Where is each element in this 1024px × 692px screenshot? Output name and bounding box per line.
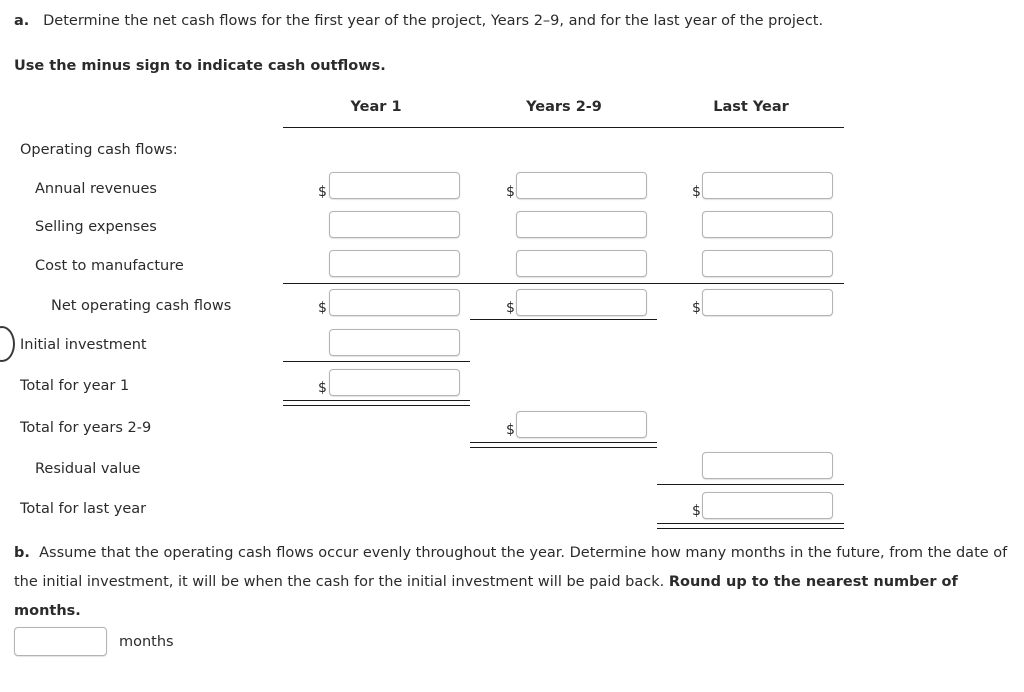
question-a-body: Determine the net cash flows for the fir… bbox=[43, 13, 824, 29]
header-rule bbox=[283, 127, 844, 128]
input-annual-revenues-lastyear[interactable] bbox=[702, 172, 833, 199]
input-cost-to-manufacture-lastyear[interactable] bbox=[702, 250, 833, 277]
row-label-annual-revenues: Annual revenues bbox=[35, 181, 157, 197]
double-rule-total-years2-9 bbox=[470, 442, 657, 448]
input-net-operating-cash-flows-years2-9[interactable] bbox=[516, 289, 647, 316]
rule-below-net-operating-years29 bbox=[470, 319, 657, 320]
column-header-year1: Year 1 bbox=[350, 99, 402, 115]
column-header-years2-9: Years 2-9 bbox=[526, 99, 602, 115]
question-b-body: Assume that the operating cash flows occ… bbox=[14, 545, 1008, 590]
row-label-total-for-years-2-9: Total for years 2-9 bbox=[20, 420, 152, 436]
input-selling-expenses-lastyear[interactable] bbox=[702, 211, 833, 238]
input-selling-expenses-year1[interactable] bbox=[329, 211, 460, 238]
input-annual-revenues-years2-9[interactable] bbox=[516, 172, 647, 199]
row-label-total-for-year-1: Total for year 1 bbox=[20, 378, 130, 394]
input-total-for-years-2-9[interactable] bbox=[516, 411, 647, 438]
dollar-sign-net-operating-lastyear: $ bbox=[692, 300, 701, 316]
input-selling-expenses-years2-9[interactable] bbox=[516, 211, 647, 238]
dollar-sign-annual-revenues-years2-9: $ bbox=[506, 184, 515, 200]
rule-below-residual-value bbox=[657, 484, 844, 485]
input-total-for-year-1[interactable] bbox=[329, 369, 460, 396]
input-cost-to-manufacture-years2-9[interactable] bbox=[516, 250, 647, 277]
input-annual-revenues-year1[interactable] bbox=[329, 172, 460, 199]
column-header-lastyear: Last Year bbox=[713, 99, 789, 115]
double-rule-total-last-year bbox=[657, 523, 844, 529]
input-net-operating-cash-flows-lastyear[interactable] bbox=[702, 289, 833, 316]
input-residual-value-lastyear[interactable] bbox=[702, 452, 833, 479]
margin-annotation-circle-icon bbox=[0, 326, 15, 362]
row-label-selling-expenses: Selling expenses bbox=[35, 219, 157, 235]
row-label-net-operating-cash-flows: Net operating cash flows bbox=[51, 298, 232, 314]
question-b-label: b. bbox=[14, 545, 30, 561]
question-a-label: a. bbox=[14, 13, 30, 29]
dollar-sign-net-operating-year1: $ bbox=[318, 300, 327, 316]
dollar-sign-annual-revenues-year1: $ bbox=[318, 184, 327, 200]
input-cost-to-manufacture-year1[interactable] bbox=[329, 250, 460, 277]
input-net-operating-cash-flows-year1[interactable] bbox=[329, 289, 460, 316]
dollar-sign-total-years2-9: $ bbox=[506, 422, 515, 438]
months-unit-label: months bbox=[119, 634, 174, 650]
row-label-cost-to-manufacture: Cost to manufacture bbox=[35, 258, 184, 274]
question-b-emphasis: Round up to the nearest number of months… bbox=[14, 574, 958, 619]
input-months[interactable] bbox=[14, 627, 107, 656]
row-label-initial-investment: Initial investment bbox=[20, 337, 147, 353]
rule-above-net-operating bbox=[283, 283, 844, 284]
input-initial-investment-year1[interactable] bbox=[329, 329, 460, 356]
dollar-sign-net-operating-years2-9: $ bbox=[506, 300, 515, 316]
rule-below-initial-investment bbox=[283, 361, 470, 362]
dollar-sign-annual-revenues-lastyear: $ bbox=[692, 184, 701, 200]
input-total-for-last-year[interactable] bbox=[702, 492, 833, 519]
question-b-text: b. Assume that the operating cash flows … bbox=[14, 539, 1014, 626]
row-label-total-for-last-year: Total for last year bbox=[20, 501, 147, 517]
double-rule-total-year1 bbox=[283, 400, 470, 406]
minus-sign-instruction: Use the minus sign to indicate cash outf… bbox=[14, 58, 386, 74]
row-label-operating-cash-flows: Operating cash flows: bbox=[20, 142, 178, 158]
dollar-sign-total-year1: $ bbox=[318, 380, 327, 396]
question-a-text: a. Determine the net cash flows for the … bbox=[14, 11, 823, 32]
row-label-residual-value: Residual value bbox=[35, 461, 141, 477]
dollar-sign-total-last-year: $ bbox=[692, 503, 701, 519]
